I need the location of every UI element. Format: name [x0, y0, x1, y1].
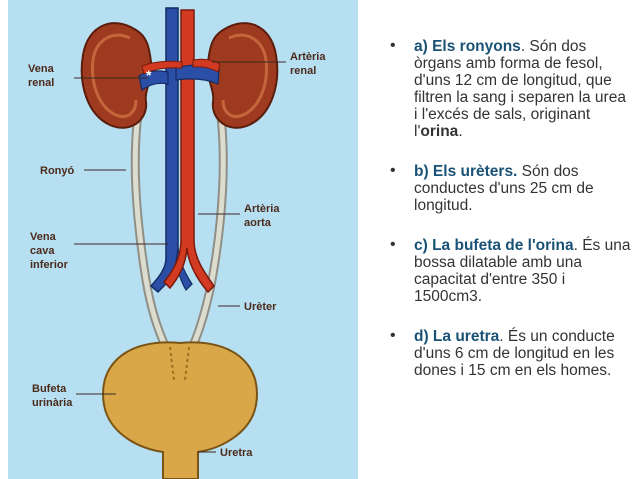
item-text-end: .: [458, 123, 462, 140]
list-item-ronyons: • a) Els ronyons. Són dos òrgans amb for…: [388, 38, 633, 140]
item-bold-term: orina: [420, 123, 458, 140]
list-item-ureters: • b) Els urèters. Són dos conductes d'un…: [388, 163, 633, 214]
description-list: • a) Els ronyons. Són dos òrgans amb for…: [388, 38, 633, 402]
item-title: c) La bufeta de l'orina: [414, 237, 574, 254]
urinary-system-diagram: * Vena renal Artèria renal Ronyó Artèria…: [8, 0, 358, 479]
bullet-icon: •: [390, 162, 396, 179]
urinary-system-figure: * Vena renal Artèria renal Ronyó Artèria…: [8, 0, 358, 479]
label-uretra: Uretra: [220, 447, 253, 459]
item-title: b) Els urèters.: [414, 163, 517, 180]
list-item-bufeta: • c) La bufeta de l'orina. És una bossa …: [388, 237, 633, 305]
asterisk-marker: *: [146, 67, 152, 83]
label-ronyo: Ronyó: [40, 165, 75, 177]
bullet-icon: •: [390, 327, 396, 344]
label-ureter: Urèter: [244, 301, 277, 313]
item-title: a) Els ronyons: [414, 38, 521, 55]
bullet-icon: •: [390, 37, 396, 54]
list-item-uretra: • d) La uretra. És un conducte d'uns 6 c…: [388, 328, 633, 379]
bullet-icon: •: [390, 236, 396, 253]
item-title: d) La uretra: [414, 328, 499, 345]
